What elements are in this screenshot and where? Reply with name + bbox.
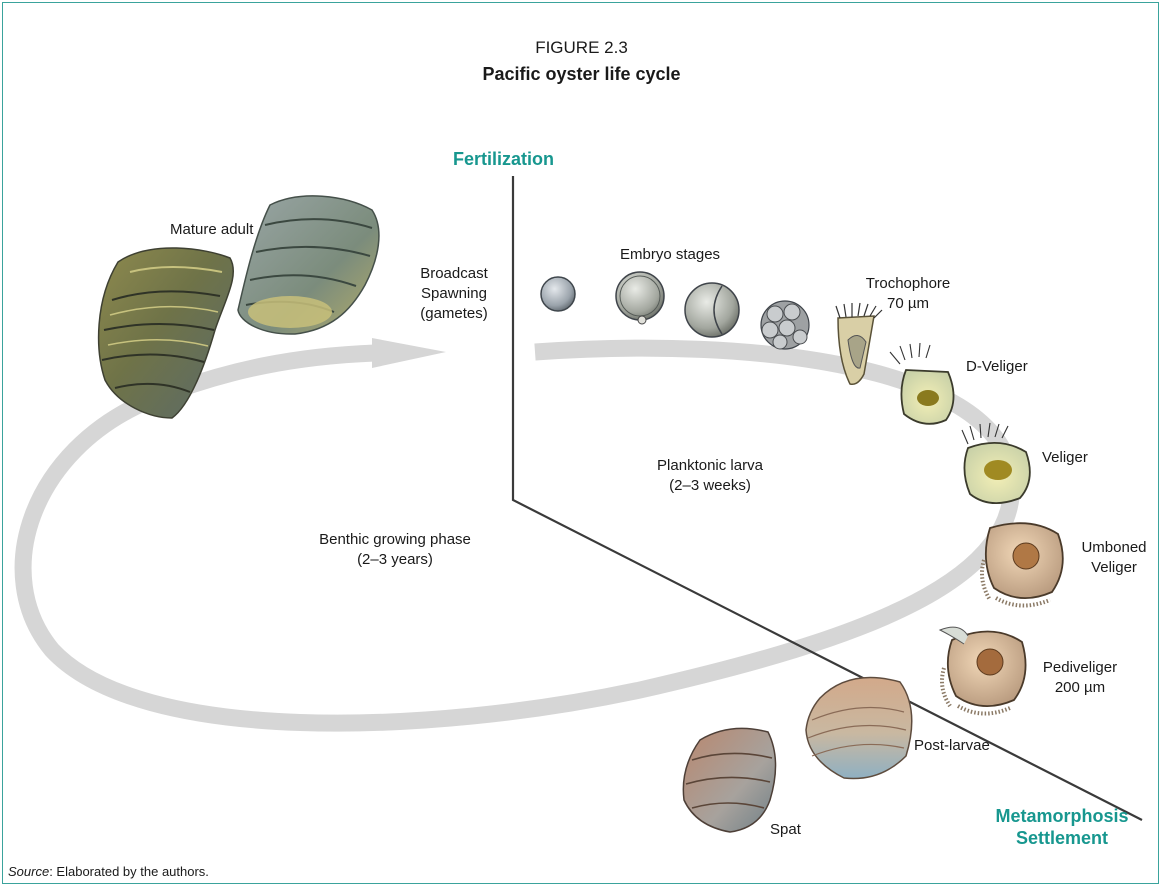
veliger-larva [962,423,1030,503]
mature-adult-oyster-right [238,196,379,334]
broadcast-label-line1: Broadcast [414,264,494,284]
mature-adult-oyster-left [99,248,234,418]
planktonic-phase-label-line1: Planktonic larva [620,456,800,476]
trochophore-size-label: 70 µm [848,294,968,314]
trochophore-label: Trochophore [848,274,968,294]
embryo-two-cell [685,283,739,337]
figure-title: Pacific oyster life cycle [0,64,1163,84]
umboned-veliger-label-line1: Umboned [1070,538,1158,558]
broadcast-label-line2: Spawning [414,284,494,304]
umboned-veliger-larva [982,523,1063,605]
d-veliger-label: D-Veliger [966,357,1028,377]
figure-number: FIGURE 2.3 [0,38,1163,58]
metamorphosis-label: Metamorphosis [992,805,1132,827]
spat-oyster [683,728,775,832]
umboned-veliger-label-line2: Veliger [1070,558,1158,578]
pediveliger-size-label: 200 µm [1030,678,1130,698]
source-note-text: : Elaborated by the authors. [49,864,209,879]
spat-label: Spat [770,820,801,840]
veliger-label: Veliger [1042,448,1088,468]
pediveliger-label: Pediveliger [1030,658,1130,678]
post-larvae-label: Post-larvae [914,736,990,756]
broadcast-label-line3: (gametes) [414,304,494,324]
embryo-morula [761,301,809,349]
pediveliger-larva [940,627,1026,713]
planktonic-phase-label-line2: (2–3 weeks) [620,476,800,496]
settlement-label: Settlement [992,827,1132,849]
benthic-phase-label-line1: Benthic growing phase [285,530,505,550]
mature-adult-label: Mature adult [170,220,253,240]
fertilization-label: Fertilization [453,148,554,170]
embryo-egg [541,277,575,311]
source-note-label: Source [8,864,49,879]
cycle-arrowhead [372,338,446,368]
benthic-phase-label-line2: (2–3 years) [285,550,505,570]
source-note: Source: Elaborated by the authors. [8,864,209,879]
embryo-one-cell [616,272,664,324]
embryo-stages-label: Embryo stages [620,245,720,265]
post-larva-shell [806,678,912,779]
